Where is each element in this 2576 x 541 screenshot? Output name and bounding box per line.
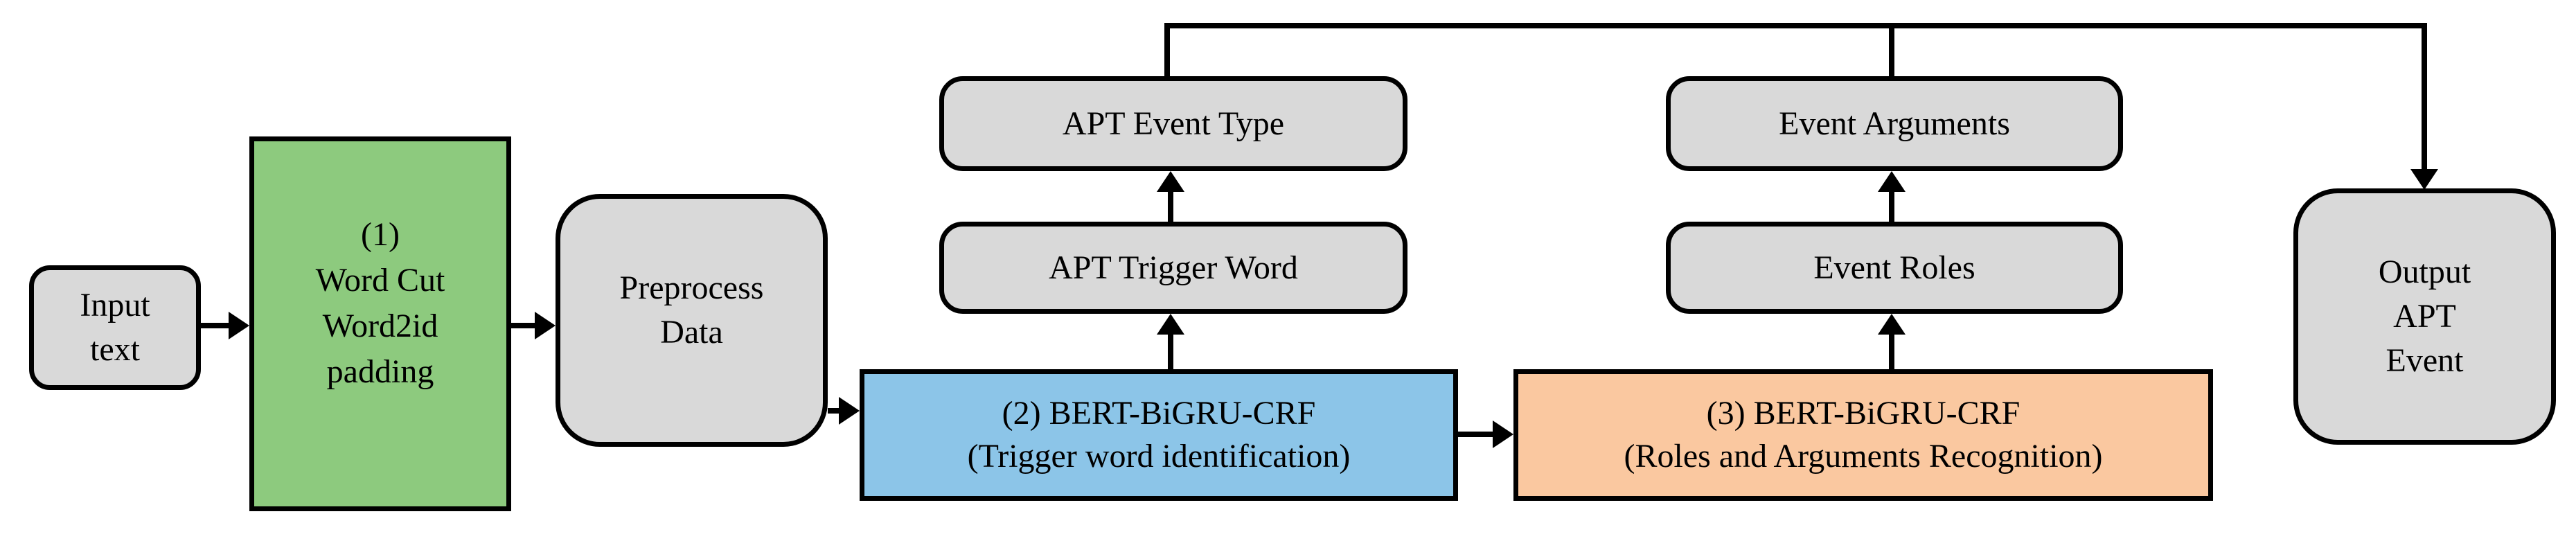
arrow-up-icon: [1157, 314, 1184, 335]
node-label: (Trigger word identification): [967, 438, 1351, 475]
connector-stage2-to-stage3: [1458, 432, 1497, 437]
connector-trigger-to-event-type: [1168, 189, 1173, 222]
node-label: Word2id: [322, 307, 438, 344]
node-label: APT Event Type: [1062, 105, 1285, 142]
node-label: APT Trigger Word: [1049, 249, 1298, 286]
connector-bus-to-output: [2422, 23, 2427, 169]
node-label: text: [90, 331, 140, 368]
node-label: Data: [660, 313, 723, 351]
node-input-text: Input text: [29, 265, 201, 390]
connector-top-bus: [1164, 23, 2427, 28]
node-label: Input: [80, 287, 150, 323]
node-event-arguments: Event Arguments: [1666, 76, 2123, 171]
arrow-up-icon: [1157, 171, 1184, 192]
arrow-right-icon: [229, 312, 249, 339]
arrow-right-icon: [839, 397, 860, 425]
node-apt-event-type: APT Event Type: [939, 76, 1407, 171]
node-label: (Roles and Arguments Recognition): [1624, 438, 2103, 475]
node-label: Output: [2378, 254, 2471, 290]
node-output-apt-event: Output APT Event: [2293, 188, 2556, 445]
node-event-roles: Event Roles: [1666, 222, 2123, 314]
connector-preprocess-to-stage2: [828, 408, 843, 414]
node-label: Preprocess: [619, 269, 764, 306]
arrow-right-icon: [535, 312, 556, 339]
node-label: Event: [2386, 342, 2464, 379]
connector-input-to-stage1: [201, 323, 233, 328]
node-label: padding: [326, 353, 434, 390]
connector-stage1-to-preprocess: [511, 323, 539, 328]
connector-roles-to-arguments: [1889, 189, 1894, 222]
node-stage2-bert-bigru-crf: (2) BERT-BiGRU-CRF (Trigger word identif…: [860, 369, 1458, 501]
node-label: (1): [361, 215, 400, 253]
node-label: APT: [2393, 298, 2456, 335]
arrow-up-icon: [1878, 314, 1906, 335]
node-preprocess-data: Preprocess Data: [556, 194, 828, 447]
connector-stage3-to-roles: [1889, 332, 1894, 369]
arrow-right-icon: [1493, 420, 1513, 448]
connector-event-type-stub: [1164, 26, 1170, 76]
node-label: Event Arguments: [1779, 105, 2010, 142]
node-label: Word Cut: [315, 261, 445, 299]
node-stage1-word-processing: (1) Word Cut Word2id padding: [249, 136, 511, 511]
arrow-down-icon: [2410, 169, 2438, 190]
connector-arguments-stub: [1889, 26, 1894, 76]
node-label: (2) BERT-BiGRU-CRF: [1002, 395, 1316, 432]
arrow-up-icon: [1878, 171, 1906, 192]
node-label: (3) BERT-BiGRU-CRF: [1706, 395, 2020, 432]
node-stage3-bert-bigru-crf: (3) BERT-BiGRU-CRF (Roles and Arguments …: [1513, 369, 2213, 501]
node-label: Event Roles: [1813, 249, 1975, 286]
node-apt-trigger-word: APT Trigger Word: [939, 222, 1407, 314]
connector-stage2-to-trigger: [1168, 332, 1173, 369]
